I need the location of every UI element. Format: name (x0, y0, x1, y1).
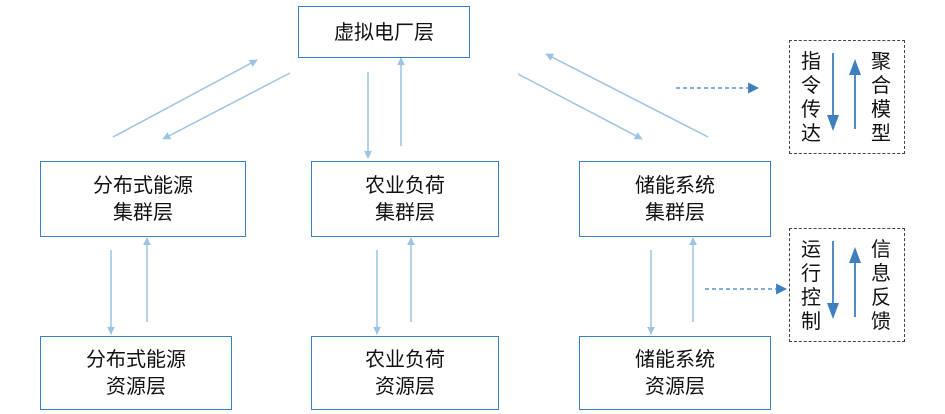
cluster-box-line2: 集群层 (375, 200, 435, 224)
legend-control-feedback: 运行控制 信息反馈 (789, 228, 905, 342)
down-arrow-icon (827, 53, 839, 131)
virtual-power-plant-layer-label: 虚拟电厂层 (334, 19, 434, 44)
down-arrow-icon (827, 241, 839, 319)
arrow-cluster3-to-top (545, 53, 709, 138)
resource-box-line1: 储能系统 (635, 347, 715, 371)
energy-storage-cluster-box: 储能系统 集群层 (579, 161, 771, 237)
up-arrow-icon (849, 247, 861, 317)
legend-up-text: 聚合模型 (871, 49, 891, 145)
distributed-energy-cluster-box: 分布式能源 集群层 (40, 161, 246, 237)
energy-storage-resource-box: 储能系统 资源层 (579, 336, 771, 410)
resource-box-line1: 分布式能源 (86, 347, 186, 371)
legend-up-text: 信息反馈 (871, 237, 891, 333)
virtual-power-plant-layer-box: 虚拟电厂层 (298, 6, 470, 58)
agricultural-load-resource-box: 农业负荷 资源层 (311, 336, 499, 410)
agricultural-load-cluster-box: 农业负荷 集群层 (311, 161, 499, 237)
arrow-top-to-cluster1 (162, 72, 291, 140)
legend-down-text: 指令传达 (801, 49, 821, 145)
cluster-box-line1: 储能系统 (635, 173, 715, 197)
arrow-cluster1-to-top (112, 59, 258, 138)
up-arrow-icon (849, 59, 861, 129)
distributed-energy-resource-box: 分布式能源 资源层 (40, 336, 232, 410)
resource-box-line2: 资源层 (375, 374, 435, 398)
cluster-box-line2: 集群层 (113, 200, 173, 224)
legend-down-text: 运行控制 (801, 237, 821, 333)
arrow-top-to-cluster3 (517, 73, 643, 140)
cluster-box-line2: 集群层 (645, 200, 705, 224)
cluster-box-line1: 分布式能源 (93, 173, 193, 197)
cluster-box-line1: 农业负荷 (365, 173, 445, 197)
legend-command-aggregation: 指令传达 聚合模型 (789, 40, 905, 154)
resource-box-line2: 资源层 (645, 374, 705, 398)
resource-box-line2: 资源层 (106, 374, 166, 398)
resource-box-line1: 农业负荷 (365, 347, 445, 371)
